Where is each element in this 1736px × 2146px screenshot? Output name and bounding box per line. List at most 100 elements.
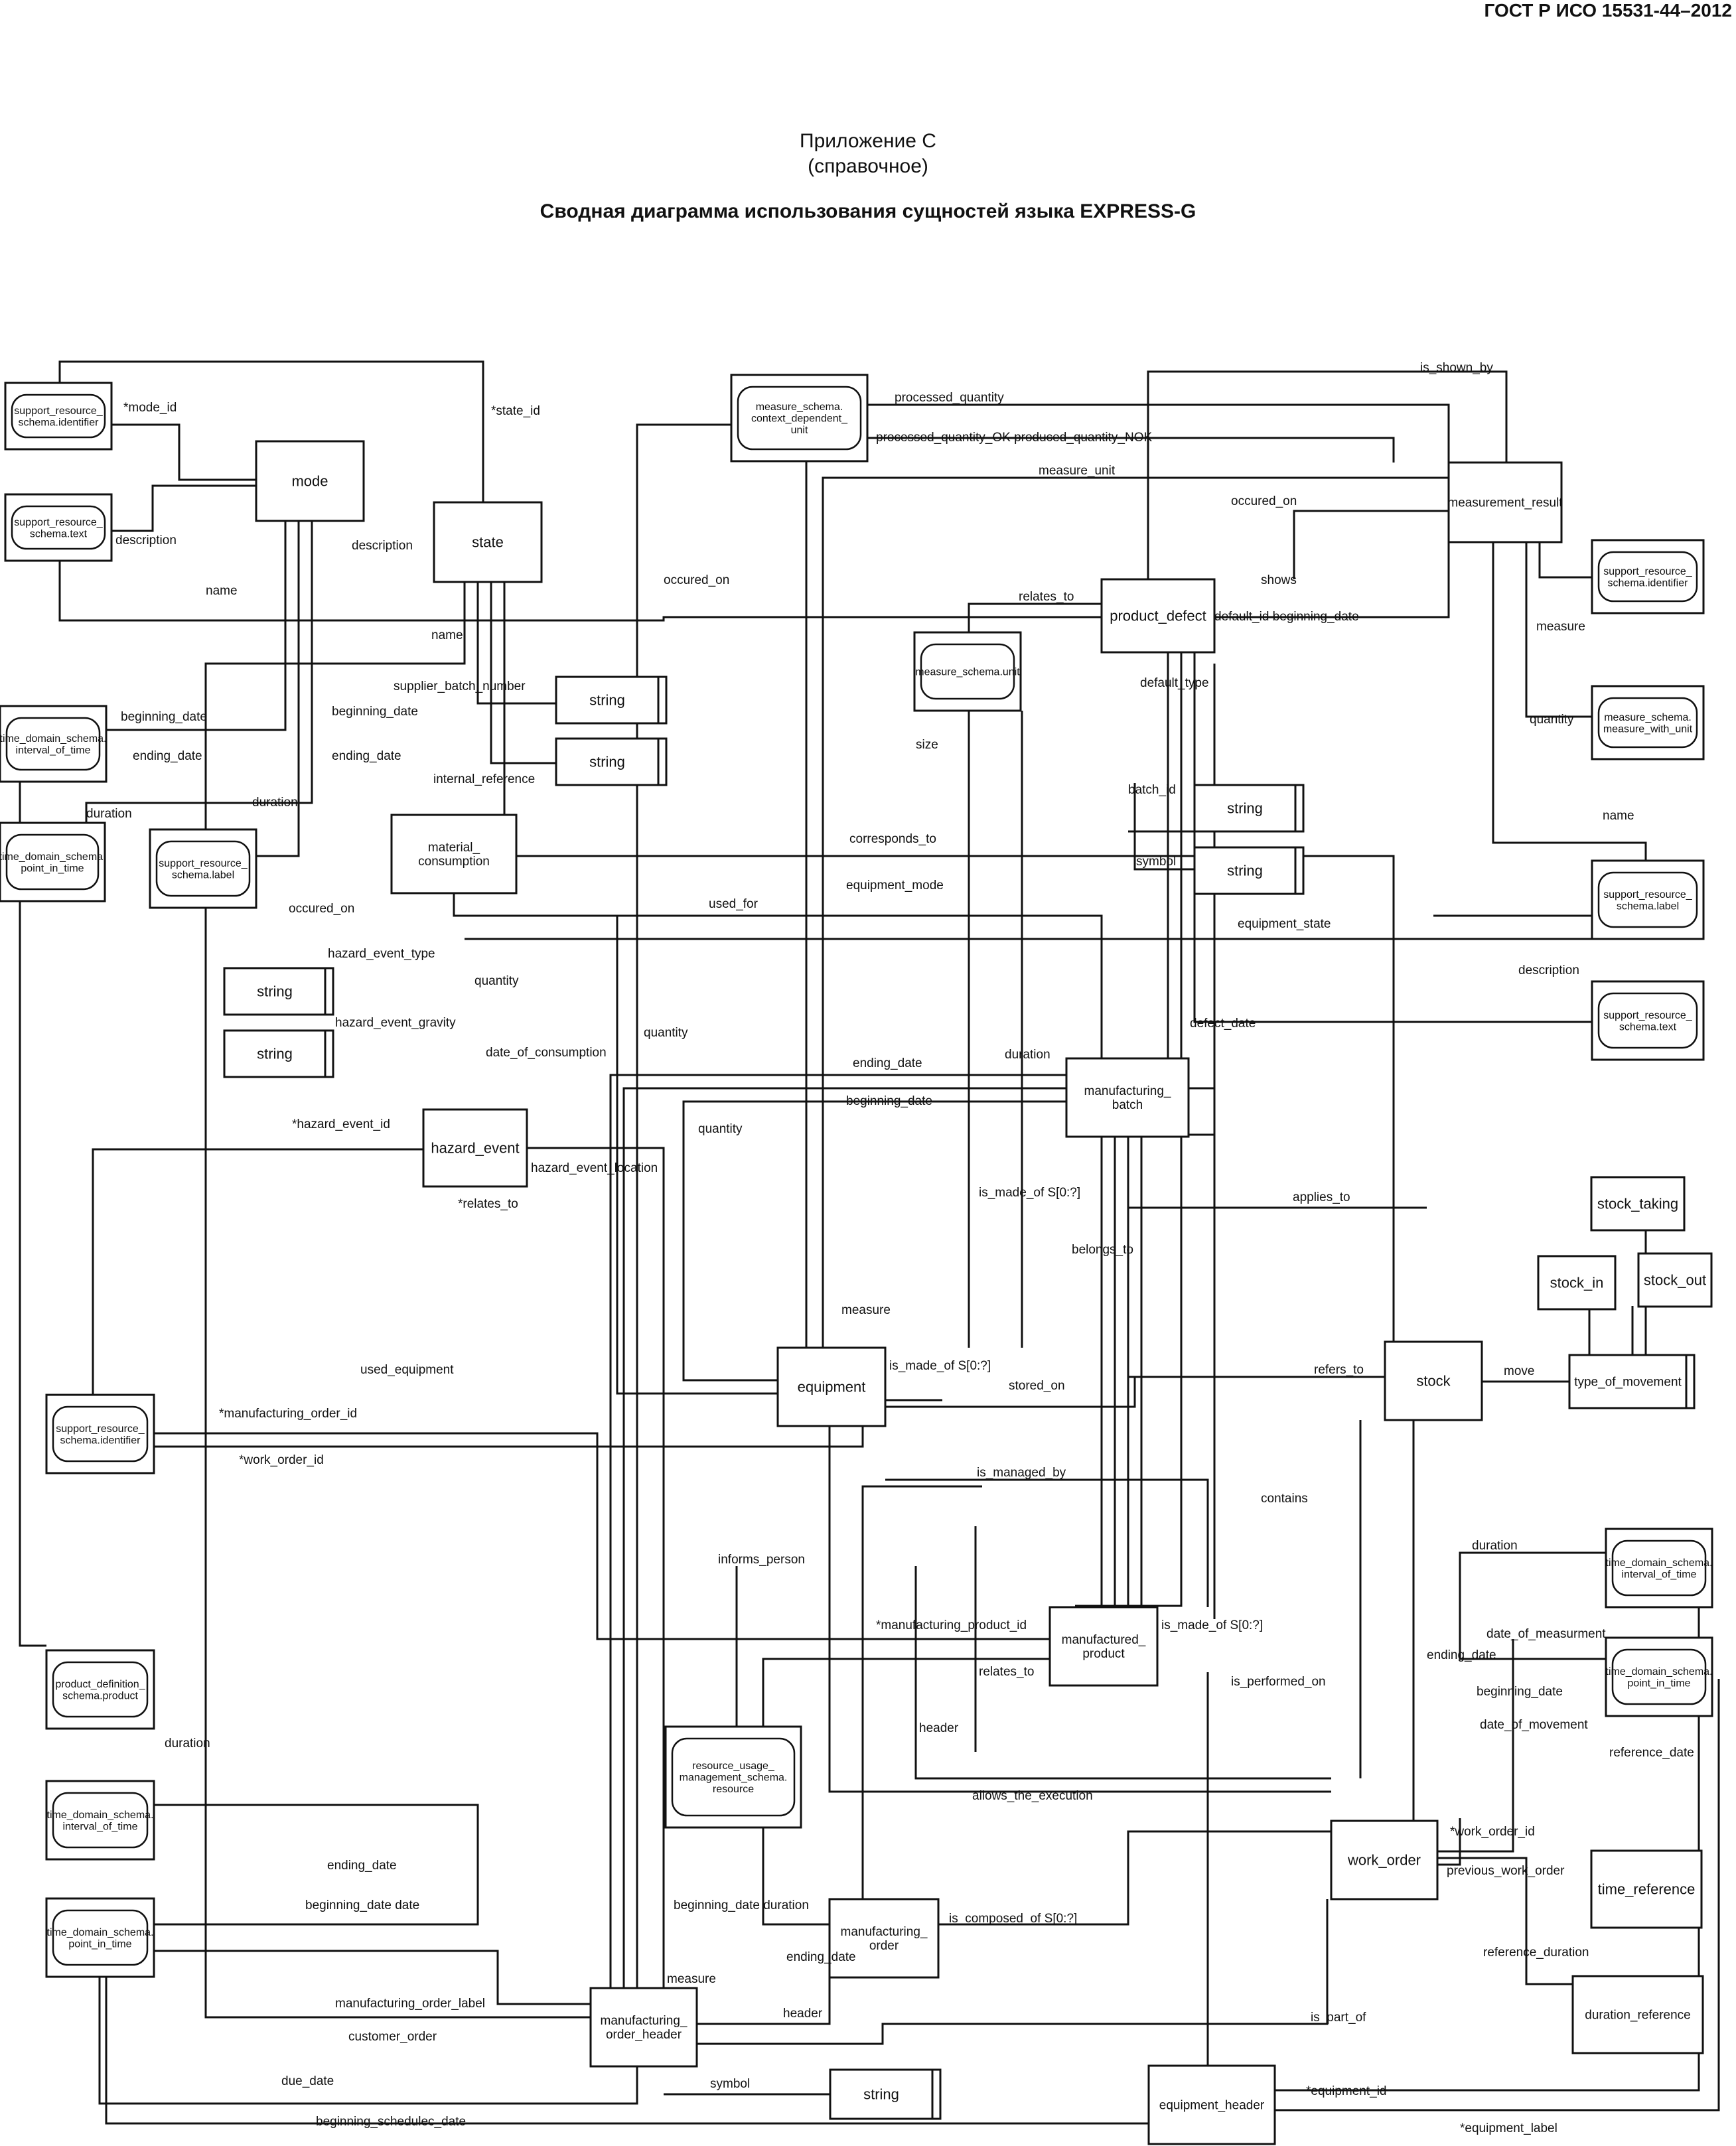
entity-support-resource-schema-identifier: support_resource_schema.identifier	[45, 1394, 155, 1474]
entity-label: measure_schema.unit	[915, 667, 1020, 678]
attribute-label: measure_unit	[1039, 464, 1116, 478]
relation-line	[616, 916, 778, 1395]
attribute-label: *work_order_id	[1450, 1825, 1535, 1839]
relation-line	[885, 1376, 1385, 1408]
attribute-label: beginning_date date	[305, 1898, 419, 1912]
attribute-label: default_id beginning_date	[1214, 610, 1359, 624]
attribute-label: ending_date	[332, 749, 401, 763]
entity-time-domain-schema-interval-of-time: time_domain_schema.interval_of_time	[0, 705, 108, 783]
relation-line	[1189, 664, 1216, 1136]
entity-product-defect: product_defect	[1100, 578, 1216, 654]
entity-manufacturing-order: manufacturing_order	[828, 1898, 940, 1979]
relation-line	[1459, 1551, 1606, 1660]
relation-line	[1492, 542, 1647, 861]
entity-manufacturing-batch: manufacturing_batch	[1065, 1057, 1190, 1138]
attribute-label: hazard_event_type	[328, 947, 435, 961]
attribute-label: *hazard_event_id	[292, 1117, 390, 1131]
entity-label: support_resource_schema.label	[1603, 889, 1693, 912]
entity-state: state	[433, 501, 543, 583]
relation-line	[1275, 1566, 1700, 2092]
attribute-label: processed_quantity_OK produced_quantity_…	[876, 431, 1152, 445]
relation-line	[111, 423, 256, 481]
entity-label: string	[257, 1046, 293, 1062]
entity-label: time_domain_schema.interval_of_time	[1606, 1557, 1713, 1581]
entity-string: string	[223, 1029, 334, 1078]
entity-label: manufacturing_order_header	[601, 2014, 687, 2042]
attribute-label: is_managed_by	[977, 1466, 1066, 1480]
entity-duration-reference: duration_reference	[1571, 1975, 1704, 2054]
entity-label: stock_out	[1644, 1272, 1706, 1289]
attribute-label: *manufacturing_order_id	[219, 1407, 357, 1421]
attribute-label: processed_quantity	[895, 391, 1004, 405]
attribute-label: is_part_of	[1311, 2011, 1366, 2025]
entity-label: support_resource_schema.text	[14, 517, 104, 540]
relation-line	[453, 893, 1103, 1607]
attribute-label: name	[206, 584, 238, 598]
entity-label: measurement_result	[1447, 496, 1563, 510]
relation-line	[106, 521, 287, 731]
entity-type-of-movement: type_of_movement	[1568, 1354, 1696, 1409]
entity-label: resource_usage_management_schema.resourc…	[680, 1760, 788, 1795]
relation-line	[1293, 510, 1449, 579]
relation-line	[1133, 783, 1194, 871]
relation-line	[490, 582, 556, 764]
entity-label: string	[589, 754, 625, 770]
attribute-label: is_composed_of S[0:?]	[949, 1912, 1077, 1926]
attribute-label: *equipment_id	[1306, 2084, 1386, 2098]
relation-line	[58, 561, 1102, 622]
attribute-label: *manufacturing_product_id	[876, 1618, 1027, 1632]
relation-line	[92, 1148, 423, 1395]
relation-line	[636, 423, 731, 1988]
entity-time-domain-schema-point-in-time: time_domain_schema.point_in_time	[45, 1897, 155, 1978]
entity-time-domain-schema-interval-of-time: time_domain_schema.interval_of_time	[1605, 1528, 1713, 1609]
attribute-label: quantity	[698, 1122, 743, 1136]
attribute-label: measure	[667, 1972, 716, 1986]
relation-line	[828, 1426, 1331, 1793]
entity-string: string	[555, 676, 668, 725]
entity-support-resource-schema-label: support_resource_schema.label	[149, 828, 257, 909]
entity-label: string	[863, 2086, 899, 2103]
attribute-label: stored_on	[1009, 1379, 1065, 1393]
relation-line	[914, 1566, 1331, 1780]
entity-label: time_reference	[1598, 1881, 1696, 1898]
attribute-label: occured_on	[664, 573, 729, 587]
relation-line	[85, 521, 313, 823]
entity-product-definition-schema-product: product_definition_schema.product	[45, 1649, 155, 1730]
attribute-label: used_equipment	[360, 1363, 454, 1377]
relation-line	[1437, 1639, 1514, 1853]
attribute-label: quantity	[1530, 713, 1574, 727]
relation-line	[204, 582, 466, 829]
entity-manufactured-product: manufactured_product	[1049, 1606, 1159, 1687]
relation-line	[527, 1147, 665, 1988]
entity-time-domain-schema-point-in-time: time_domain_schema.point_in_time	[0, 822, 106, 902]
attribute-label: measure	[1536, 620, 1585, 634]
relation-line	[622, 1087, 1066, 1991]
entity-label: time_domain_schema.point_in_time	[1606, 1666, 1713, 1689]
entity-support-resource-schema-identifier: support_resource_schema.identifier	[1591, 539, 1705, 614]
attribute-label: batch_id	[1128, 783, 1176, 797]
relation-line	[476, 582, 556, 705]
attribute-label: *relates_to	[458, 1197, 518, 1211]
attribute-label: is_shown_by	[1420, 361, 1493, 375]
attribute-label: beginning_date	[121, 710, 207, 724]
relation-line	[98, 1977, 638, 2105]
relation-line	[516, 855, 1395, 1342]
entity-stock-in: stock_in	[1537, 1255, 1617, 1311]
relation-line	[1193, 652, 1592, 1023]
relation-line	[867, 437, 1395, 463]
relation-line	[861, 1485, 982, 1899]
relation-line	[697, 1977, 831, 2025]
entity-hazard-event: hazard_event	[422, 1108, 528, 1188]
attribute-label: relates_to	[979, 1665, 1034, 1679]
attribute-label: occured_on	[1231, 494, 1297, 508]
attribute-label: duration	[86, 807, 132, 821]
relation-line	[154, 1950, 591, 2005]
entity-string: string	[1193, 784, 1305, 833]
annex-type: (справочное)	[808, 155, 928, 177]
attribute-label: description	[115, 534, 177, 547]
attribute-label: name	[1603, 809, 1634, 823]
attribute-label: customer_order	[348, 2030, 437, 2044]
entity-stock: stock	[1384, 1340, 1483, 1421]
attribute-label: symbol	[710, 2077, 750, 2091]
